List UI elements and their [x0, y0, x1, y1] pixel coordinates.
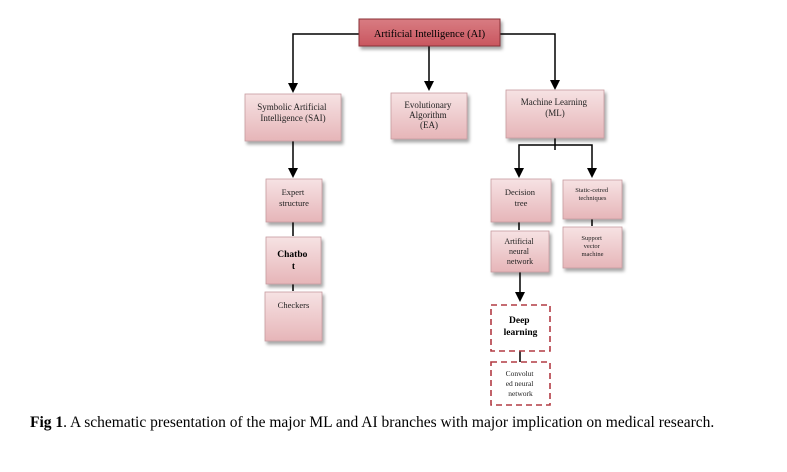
svg-text:Artificial Intelligence (AI): Artificial Intelligence (AI) [374, 29, 486, 40]
figure-caption: Fig 1. A schematic presentation of the m… [30, 414, 775, 432]
node-svm: Support vector machine [562, 226, 623, 269]
svg-text:Evolutionary Algorithm: Evolutionary Algorithm (EA) [404, 100, 453, 130]
svg-text:Decision tree: Decision tree [505, 187, 537, 208]
node-sai-line: Symbolic Artificial [257, 102, 327, 112]
svg-text:Artificial neural: Artificial neural network [504, 237, 535, 266]
node-ai: Artificial Intelligence (AI) [358, 18, 501, 47]
connector-ai-sai [288, 33, 359, 93]
node-ann-line: network [507, 257, 533, 266]
node-sai: Symbolic Artificial Intelligence (SAI) [244, 93, 342, 142]
svg-text:Expert structure: Expert structure [279, 187, 309, 208]
node-ml: Machine Learning (ML) [505, 89, 605, 139]
node-chatbot-line: t [292, 262, 296, 272]
connectors [288, 33, 597, 362]
nodes: Artificial Intelligence (AI) Symbolic Ar… [244, 18, 623, 406]
node-sai-line: Intelligence (SAI) [260, 113, 325, 123]
node-svm-line: vector [584, 243, 601, 250]
node-ea: Evolutionary Algorithm (EA) [390, 92, 468, 140]
svg-text:Checkers: Checkers [278, 300, 310, 310]
node-expert: Expert structure [265, 178, 323, 223]
node-ea-line: Evolutionary [404, 100, 451, 110]
node-cnn: Convolut ed neural network [490, 361, 551, 406]
node-ann-line: neural [509, 247, 530, 256]
node-static-line: Static-cetred [575, 187, 609, 194]
node-decision-line: Decision [505, 187, 536, 197]
svg-text:Machine Learning (ML): Machine Learning (ML) [521, 97, 589, 118]
node-checkers: Checkers [264, 291, 323, 342]
node-ann: Artificial neural network [490, 230, 550, 273]
node-decision: Decision tree [490, 178, 552, 223]
node-ml-line: (ML) [545, 108, 565, 118]
node-svm-line: Support [581, 235, 602, 242]
node-deep-line: Deep [509, 316, 530, 326]
svg-text:Chatbo t: Chatbo t [277, 250, 309, 272]
node-ea-line: (EA) [420, 120, 438, 130]
node-ai-line: Artificial Intelligence (AI) [374, 29, 486, 40]
svg-text:Support vector: Support vector machine [581, 235, 603, 258]
node-static-line: techniques [579, 195, 607, 202]
node-chatbot: Chatbo t [265, 236, 322, 285]
node-decision-line: tree [515, 198, 528, 208]
node-static: Static-cetred techniques [562, 179, 623, 220]
figure-caption-text: . A schematic presentation of the major … [63, 414, 715, 431]
node-deep: Deep learning [490, 304, 551, 352]
node-svm-line: machine [581, 251, 603, 258]
node-cnn-line: ed neural [506, 379, 534, 388]
node-expert-line: structure [279, 198, 309, 208]
svg-text:Convolut ed neural: Convolut ed neural network [506, 369, 536, 398]
connector-ai-ml [500, 33, 560, 90]
node-checkers-line: Checkers [278, 300, 310, 310]
node-cnn-line: Convolut [506, 369, 535, 378]
svg-text:Deep learning: Deep learning [504, 316, 538, 338]
figure-caption-label: Fig 1 [30, 414, 64, 431]
node-chatbot-line: Chatbo [277, 250, 307, 260]
node-cnn-line: network [508, 389, 533, 398]
svg-text:Symbolic Artificial In: Symbolic Artificial Intelligence (SAI) [257, 102, 329, 123]
svg-text:Static-cetred techniqu: Static-cetred techniques [575, 187, 609, 202]
node-ann-line: Artificial [504, 237, 534, 246]
node-ml-line: Machine Learning [521, 97, 588, 107]
connector-ml-branch [518, 144, 593, 175]
node-deep-line: learning [504, 328, 538, 338]
node-ea-line: Algorithm [409, 110, 447, 120]
node-expert-line: Expert [282, 187, 305, 197]
